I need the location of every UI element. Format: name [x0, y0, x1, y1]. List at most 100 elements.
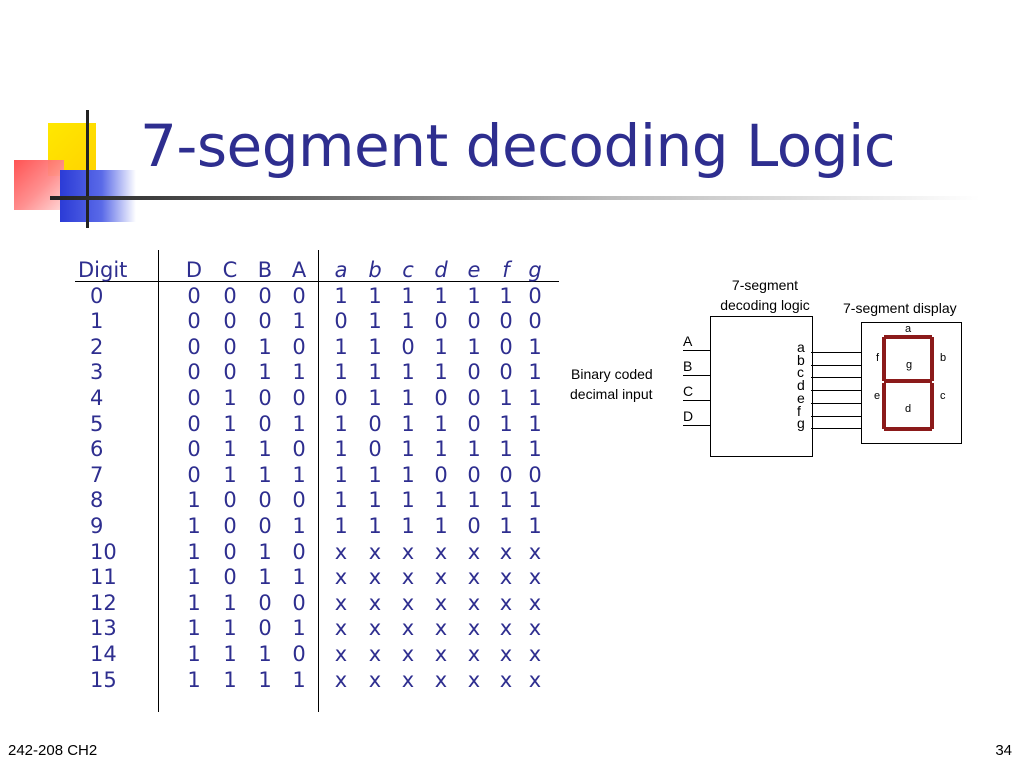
- table-divider-digit: [158, 250, 159, 712]
- table-cell: 0: [528, 462, 542, 487]
- table-cell: x: [434, 539, 448, 564]
- table-cell: 0: [187, 411, 201, 436]
- table-cell: 0: [499, 462, 513, 487]
- table-cell: 5: [90, 411, 104, 436]
- table-cell: 0: [187, 462, 201, 487]
- output-label: g: [797, 415, 805, 431]
- input-line: [683, 375, 710, 376]
- table-cell: 0: [434, 385, 448, 410]
- table-cell: 1: [499, 283, 513, 308]
- table-header-underline: [75, 281, 559, 282]
- output-line: [811, 428, 861, 429]
- input-label-line1: Binary coded: [571, 366, 653, 382]
- table-cell: 7: [90, 462, 104, 487]
- table-cell: 0: [528, 309, 542, 334]
- table-cell: x: [401, 667, 415, 692]
- table-cell: 0: [223, 334, 237, 359]
- table-cell: 1: [90, 309, 104, 334]
- table-cell: 4: [90, 385, 104, 410]
- table-cell: 1: [258, 334, 272, 359]
- table-cell: 1: [223, 667, 237, 692]
- segment-label-b: b: [940, 352, 947, 364]
- table-cell: 10: [90, 539, 117, 564]
- table-cell: 0: [187, 334, 201, 359]
- table-cell: 1: [368, 385, 382, 410]
- table-cell: 0: [223, 565, 237, 590]
- table-cell: 1: [187, 590, 201, 615]
- table-cell: 1: [334, 411, 348, 436]
- table-cell: 0: [187, 360, 201, 385]
- output-line: [811, 416, 861, 417]
- table-header-cell: C: [222, 258, 238, 282]
- table-cell: 1: [401, 385, 415, 410]
- table-cell: 0: [187, 283, 201, 308]
- table-cell: x: [434, 641, 448, 666]
- table-cell: x: [528, 641, 542, 666]
- table-cell: x: [467, 641, 481, 666]
- table-cell: 1: [292, 309, 306, 334]
- table-cell: 0: [467, 411, 481, 436]
- table-cell: x: [528, 565, 542, 590]
- table-cell: 0: [258, 385, 272, 410]
- table-cell: 1: [187, 667, 201, 692]
- table-cell: x: [434, 667, 448, 692]
- table-cell: 1: [467, 283, 481, 308]
- table-cell: x: [499, 590, 513, 615]
- table-header-cell: e: [467, 258, 481, 282]
- table-cell: 1: [467, 488, 481, 513]
- table-cell: x: [334, 565, 348, 590]
- output-label: e: [797, 390, 805, 406]
- table-cell: 1: [334, 488, 348, 513]
- table-cell: x: [401, 565, 415, 590]
- segment-label-f: f: [876, 352, 880, 364]
- table-cell: 1: [223, 590, 237, 615]
- table-cell: 0: [258, 283, 272, 308]
- segment-label-d: d: [905, 403, 912, 415]
- segment-label-e: e: [874, 390, 881, 402]
- table-cell: x: [334, 616, 348, 641]
- decor-vertical-line: [86, 110, 89, 228]
- table-cell: 0: [368, 437, 382, 462]
- input-label: C: [683, 383, 694, 399]
- table-cell: 1: [292, 513, 306, 538]
- table-cell: x: [499, 641, 513, 666]
- table-cell: 0: [292, 641, 306, 666]
- table-cell: 1: [258, 462, 272, 487]
- table-header-cell: D: [185, 258, 203, 282]
- table-cell: 0: [292, 539, 306, 564]
- table-cell: 1: [499, 513, 513, 538]
- table-cell: 1: [434, 283, 448, 308]
- input-label: A: [683, 333, 693, 349]
- table-cell: 1: [401, 283, 415, 308]
- table-cell: x: [499, 616, 513, 641]
- table-cell: x: [434, 590, 448, 615]
- table-cell: 0: [467, 462, 481, 487]
- table-header-cell: c: [402, 258, 414, 282]
- input-label: B: [683, 358, 693, 374]
- segment-label-g: g: [906, 359, 913, 371]
- table-cell: x: [401, 616, 415, 641]
- table-cell: 0: [258, 616, 272, 641]
- table-cell: 1: [187, 539, 201, 564]
- table-cell: x: [499, 565, 513, 590]
- table-cell: 12: [90, 590, 117, 615]
- table-cell: x: [467, 616, 481, 641]
- table-cell: x: [401, 539, 415, 564]
- table-cell: 1: [258, 667, 272, 692]
- table-cell: 0: [223, 513, 237, 538]
- table-cell: 0: [223, 309, 237, 334]
- table-cell: x: [368, 539, 382, 564]
- table-cell: 0: [90, 283, 104, 308]
- table-cell: 0: [334, 309, 348, 334]
- table-header-cell: A: [291, 258, 307, 282]
- table-cell: 0: [187, 309, 201, 334]
- footer-course-code: 242-208 CH2: [8, 742, 98, 759]
- table-cell: x: [528, 539, 542, 564]
- table-cell: 0: [467, 513, 481, 538]
- table-cell: 1: [223, 437, 237, 462]
- table-cell: x: [401, 590, 415, 615]
- table-cell: x: [334, 539, 348, 564]
- table-cell: 1: [258, 565, 272, 590]
- table-cell: x: [334, 590, 348, 615]
- table-header-cell: Digit: [78, 258, 128, 282]
